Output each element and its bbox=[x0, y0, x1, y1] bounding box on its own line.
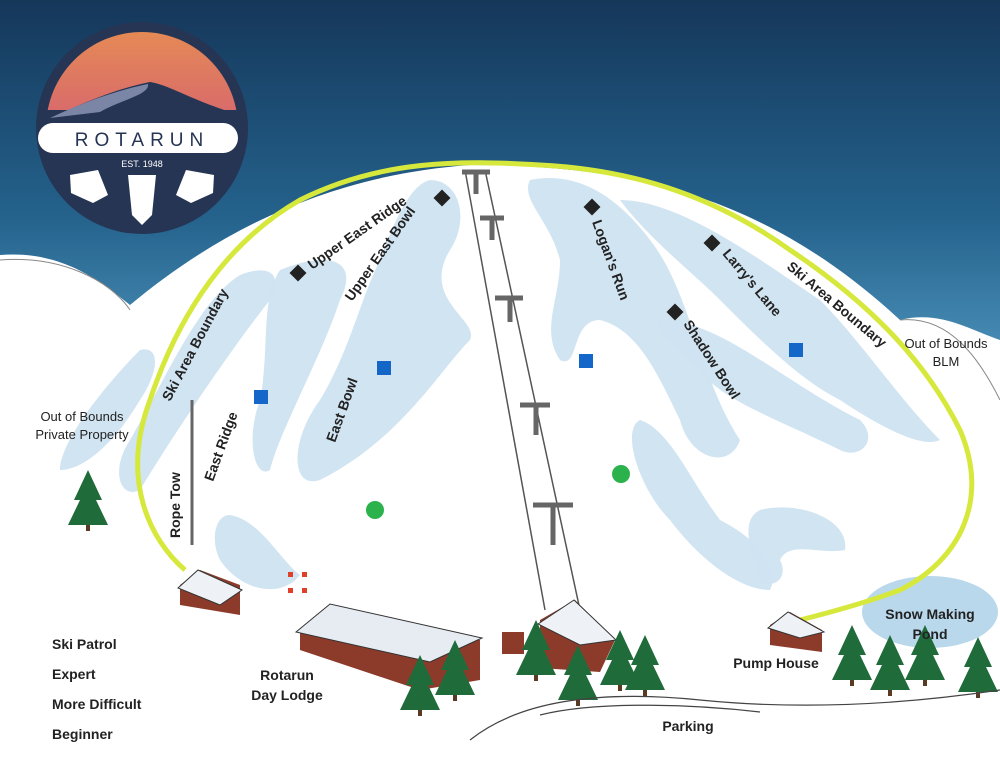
logo-established: EST. 1948 bbox=[121, 159, 163, 169]
logo-name: ROTARUN bbox=[75, 130, 210, 151]
buildings bbox=[177, 569, 826, 690]
legend: Ski Patrol Expert More Difficult Beginne… bbox=[52, 636, 141, 756]
label-rope-tow: Rope Tow bbox=[167, 472, 183, 538]
legend-more-difficult: More Difficult bbox=[52, 696, 142, 712]
expert-markers bbox=[289, 189, 721, 321]
snowflake-icon bbox=[70, 170, 214, 225]
beginner-markers bbox=[366, 465, 630, 519]
chairlift bbox=[462, 169, 581, 611]
label-pump-house[interactable]: Pump House bbox=[733, 655, 819, 671]
legend-ski-patrol: Ski Patrol bbox=[52, 636, 117, 652]
legend-beginner: Beginner bbox=[52, 726, 113, 742]
label-parking[interactable]: Parking bbox=[662, 718, 713, 734]
ski-patrol-marker bbox=[288, 572, 307, 593]
legend-expert: Expert bbox=[52, 666, 96, 682]
road bbox=[469, 689, 1000, 741]
intermediate-markers bbox=[254, 343, 803, 404]
ski-area-boundary-line bbox=[135, 160, 975, 623]
trail-areas bbox=[60, 178, 998, 648]
rotarun-logo: ROTARUN EST. 1948 bbox=[36, 22, 248, 234]
